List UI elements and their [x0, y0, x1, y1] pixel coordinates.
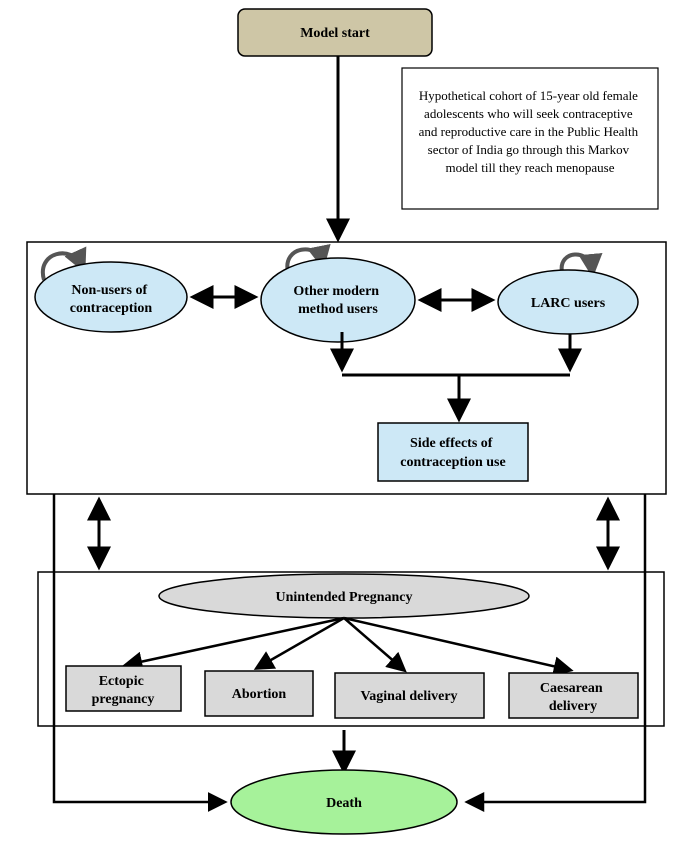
self-loop-other-modern [285, 243, 331, 273]
death-label: Death [326, 796, 362, 811]
side-effects-node: Side effects of contraception use [377, 422, 529, 482]
arrow-to-abortion [253, 616, 345, 670]
other-modern-label: Other modern method users [293, 284, 382, 317]
vaginal-delivery-label: Vaginal delivery [360, 689, 457, 704]
larc-node: LARC users [497, 269, 639, 335]
caesarean-delivery-label: Caesarean delivery [540, 681, 606, 714]
caesarean-delivery-node: Caesarean delivery [508, 672, 639, 719]
cohort-note-box: Hypothetical cohort of 15-year old femal… [401, 67, 659, 210]
self-loop-non-users [40, 246, 87, 281]
other-modern-node: Other modern method users [260, 257, 416, 343]
non-users-label: Non-users of contraception [70, 283, 153, 316]
unintended-pregnancy-label: Unintended Pregnancy [275, 590, 412, 605]
unintended-pregnancy-node: Unintended Pregnancy [158, 573, 530, 619]
arrow-to-vaginal [343, 617, 407, 673]
ectopic-label: Ectopic pregnancy [92, 674, 155, 707]
vaginal-delivery-node: Vaginal delivery [334, 672, 485, 719]
model-start-label: Model start [300, 26, 370, 41]
self-loop-larc [559, 252, 603, 278]
death-node: Death [230, 769, 458, 835]
arrow-right-route-to-death [464, 494, 647, 812]
larc-label: LARC users [531, 296, 606, 311]
cohort-note-text: Hypothetical cohort of 15-year old femal… [419, 88, 642, 175]
arrow-to-ectopic [122, 616, 345, 672]
ectopic-node: Ectopic pregnancy [65, 665, 182, 712]
abortion-label: Abortion [232, 687, 287, 702]
model-start-node: Model start [237, 8, 433, 57]
non-users-node: Non-users of contraception [34, 261, 188, 333]
abortion-node: Abortion [204, 670, 314, 717]
arrow-left-route-to-death [52, 494, 228, 812]
side-effects-label: Side effects of contraception use [400, 436, 505, 470]
arrow-to-caesarean [343, 616, 574, 677]
